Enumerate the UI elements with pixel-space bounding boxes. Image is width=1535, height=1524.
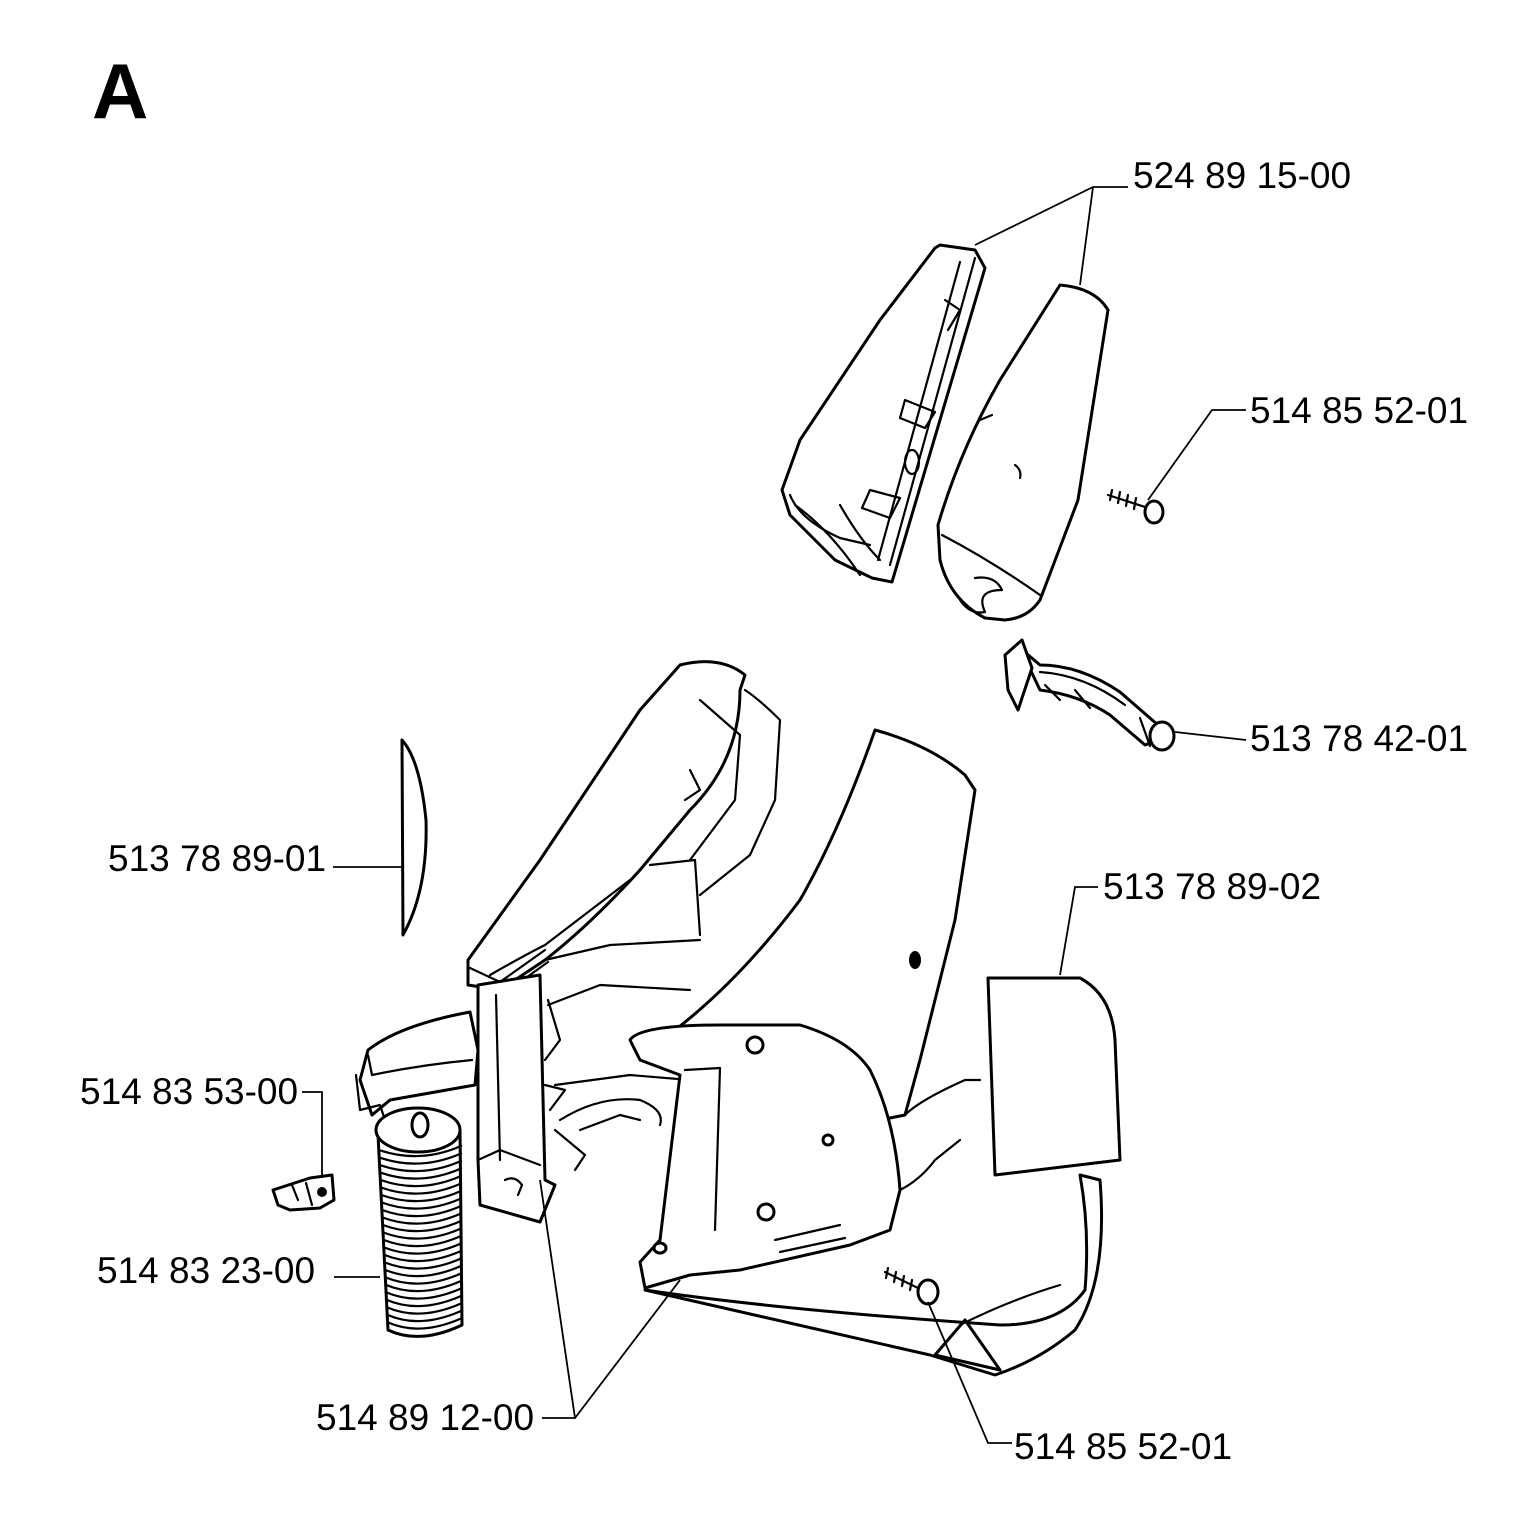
decal-left[interactable] [400,738,428,937]
spool-ring [379,1182,463,1195]
spool-ring [377,1144,463,1158]
leader-decal-right [1059,886,1098,976]
spool-ring [381,1212,463,1225]
spool-ring [378,1159,463,1173]
top-handle-right-half[interactable] [936,283,1110,622]
spool-ring [382,1234,463,1248]
leader-main-housing [539,1179,681,1419]
leader-top-handle [974,186,1128,286]
main-housing-left-column[interactable] [466,660,782,1224]
label-bracket-clip: 513 78 42-01 [1250,718,1468,759]
spool-ring [385,1287,463,1300]
label-decal-left: 513 78 89-01 [108,838,326,879]
leader-spring-clip [302,1091,323,1178]
leader-screw-upper [1147,409,1246,501]
spring-clip[interactable] [271,1173,336,1212]
spool-ring [380,1197,463,1210]
spool-rings [377,1144,463,1330]
label-decal-right: 513 78 89-02 [1103,866,1321,907]
spool-ring [385,1279,463,1293]
spool-ring [379,1167,463,1180]
spool-ring [384,1272,463,1285]
leader-bracket-clip [1174,731,1247,741]
label-top-handle-halves: 524 89 15-00 [1133,155,1351,196]
main-housing-right-shell[interactable] [628,728,1104,1377]
spool-ring [385,1294,463,1308]
screw-lower[interactable] [883,1266,940,1306]
spool-ring [379,1174,463,1188]
spool-ring [383,1257,463,1270]
spool-ring [383,1242,463,1255]
main-housing-side-lip[interactable] [354,1010,480,1122]
decal-right[interactable] [986,976,1122,1177]
spool-ring [384,1264,463,1278]
top-handle-left-half[interactable] [780,243,987,584]
spool-ring [380,1189,463,1203]
cylinder-spool[interactable] [374,1106,464,1338]
bracket-clip[interactable] [1003,638,1176,752]
spool-ring [381,1204,463,1218]
spool-ring [386,1302,463,1315]
label-screw-upper: 514 85 52-01 [1250,390,1468,431]
label-screw-lower: 514 85 52-01 [1014,1426,1232,1467]
spool-ring [383,1249,463,1263]
spool-ring [381,1219,463,1233]
screw-upper[interactable] [1106,488,1165,525]
spool-ring [382,1227,463,1240]
spool-ring [378,1152,463,1165]
spool-ring [387,1317,463,1330]
leader-screw-lower [927,1301,1012,1444]
label-cylinder-spool: 514 83 23-00 [97,1250,315,1291]
section-letter: A [92,47,148,135]
label-spring-clip: 514 83 53-00 [80,1071,298,1112]
spool-ring [386,1309,463,1323]
label-main-housing: 514 89 12-00 [316,1397,534,1438]
